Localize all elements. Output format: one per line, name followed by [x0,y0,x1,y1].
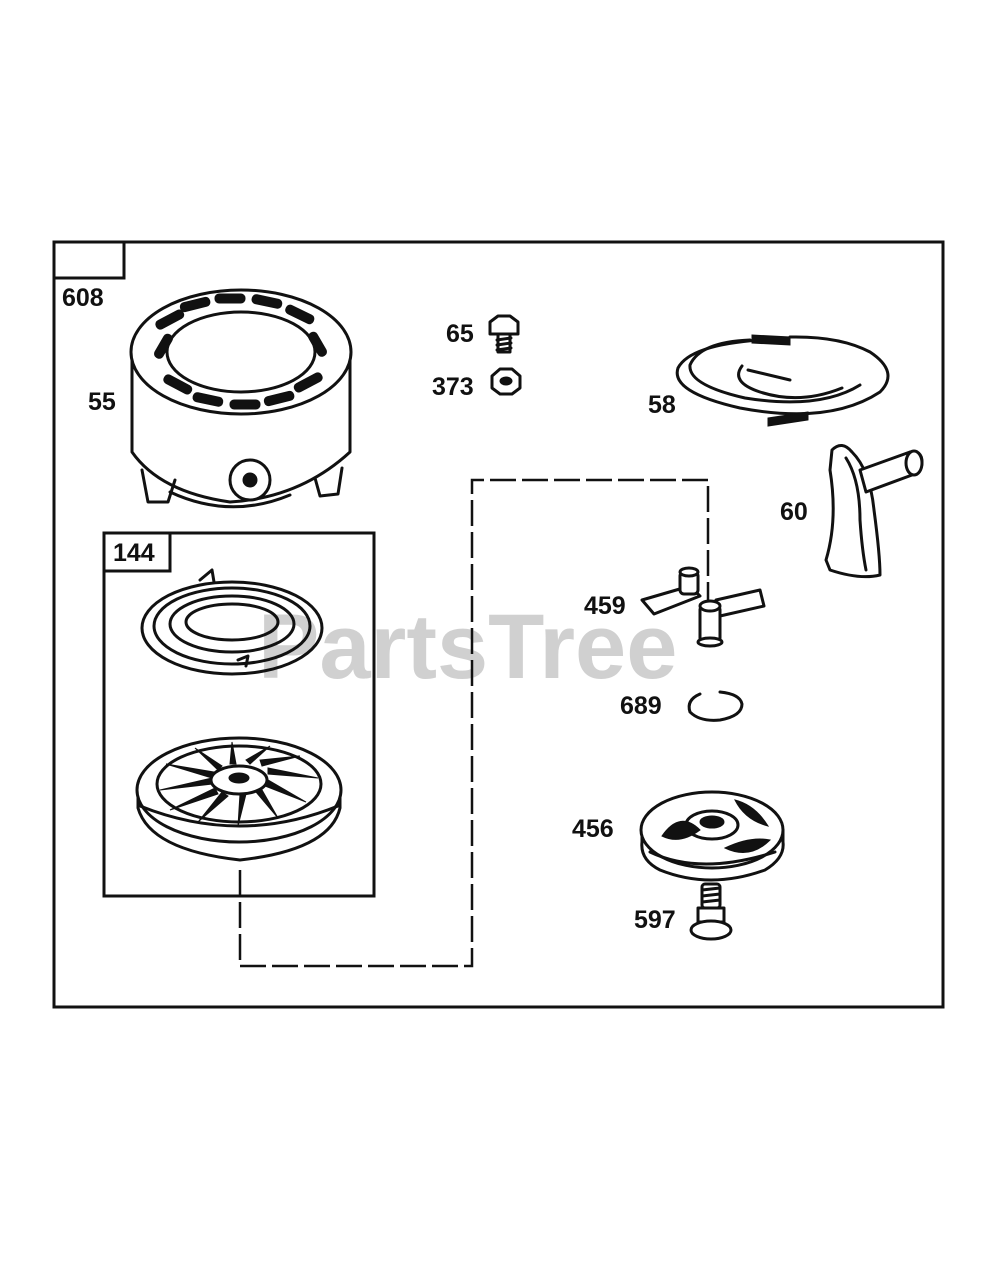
part-373-label[interactable]: 373 [432,373,474,401]
part-55-label[interactable]: 55 [88,388,116,416]
bolt-part[interactable] [488,314,520,354]
assembly-144-label-box [102,531,172,573]
pulley-part[interactable] [135,736,343,862]
part-58-label[interactable]: 58 [648,391,676,419]
starter-handle-part[interactable] [824,444,924,579]
rewind-spring-part[interactable] [140,568,324,676]
blower-housing-part[interactable] [129,288,353,509]
part-597-label[interactable]: 597 [634,906,676,934]
retainer-part[interactable] [639,790,785,882]
part-456-label[interactable]: 456 [572,815,614,843]
screw-part[interactable] [689,882,733,941]
assembly-144-label[interactable]: 144 [113,539,155,567]
part-65-label[interactable]: 65 [446,320,474,348]
assembly-608-label-box [52,240,126,280]
leader-line [238,478,710,968]
assembly-608-frame [52,240,945,1009]
nut-part[interactable] [490,367,522,396]
assembly-608-label[interactable]: 608 [62,284,104,312]
starter-dog-part[interactable] [640,566,766,648]
part-60-label[interactable]: 60 [780,498,808,526]
retaining-clip-part[interactable] [687,690,744,722]
watermark: PartsTree [258,596,677,698]
starter-rope-part[interactable] [675,334,890,427]
part-459-label[interactable]: 459 [584,592,626,620]
part-689-label[interactable]: 689 [620,692,662,720]
